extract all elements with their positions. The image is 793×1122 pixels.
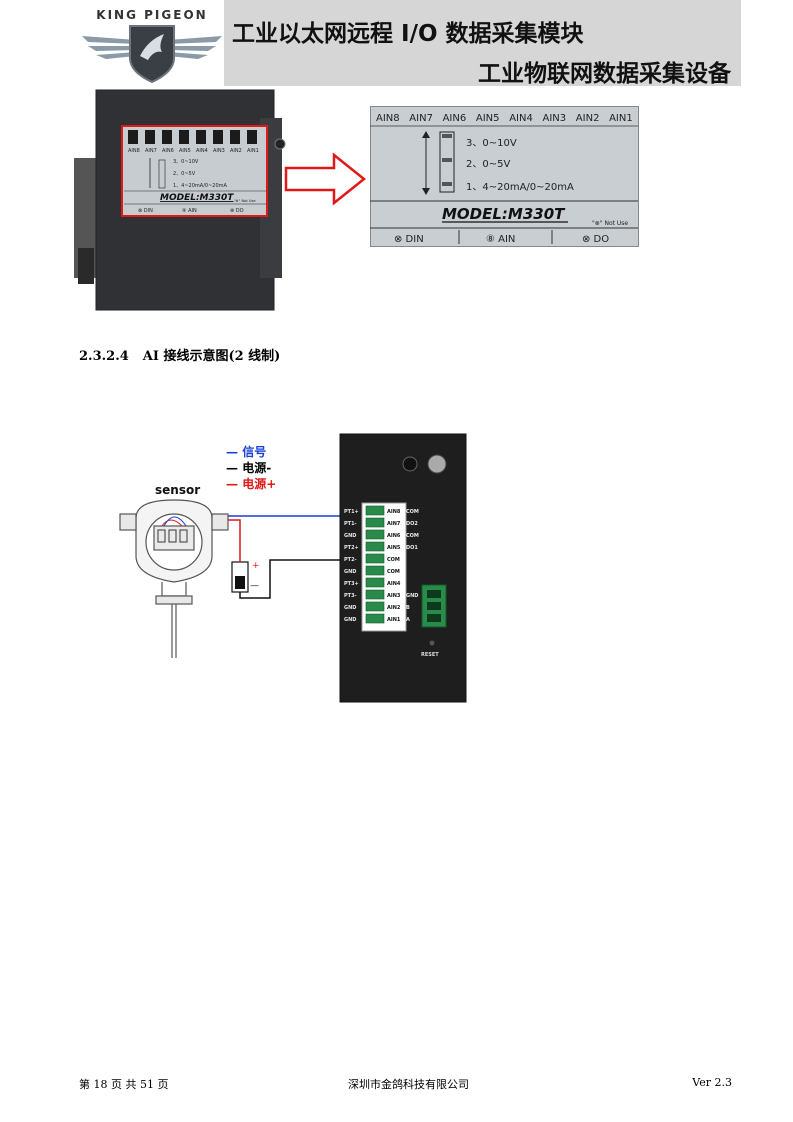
legend-signal: — 信号 xyxy=(226,444,266,459)
sensor-icon xyxy=(119,499,229,658)
section-number: 2.3.2.4 xyxy=(79,349,129,364)
din-label: ⊗ DIN xyxy=(394,234,424,245)
header-title-main: 工业以太网远程 I/O 数据采集模块 xyxy=(232,21,584,47)
range-label: 1、4~20mA/0~20mA xyxy=(466,182,574,193)
ain-label: ⑧ AIN xyxy=(486,234,515,245)
left-pin-label: GND xyxy=(344,569,356,575)
small-range-label: 2、0~5V xyxy=(173,171,196,177)
terminal-screw xyxy=(365,577,385,588)
header-title-sub: 工业物联网数据采集设备 xyxy=(478,61,731,87)
channel-label-ain6: AIN6 xyxy=(443,113,467,124)
small-channel-label: AIN2 xyxy=(230,148,242,154)
terminal-screw xyxy=(365,601,385,612)
right-pin-label: AIN6 xyxy=(387,533,401,539)
terminal-screw xyxy=(365,589,385,600)
right-pin-label: AIN8 xyxy=(387,509,401,515)
side-pin-label: COM xyxy=(406,533,419,539)
right-pin-label: AIN7 xyxy=(387,521,401,527)
battery-plus-label: + xyxy=(252,561,260,571)
small-model-label: MODEL:M330T xyxy=(160,193,234,203)
side-pin-label: DO2 xyxy=(406,521,418,527)
terminal-screw xyxy=(365,565,385,576)
model-label: MODEL:M330T xyxy=(442,205,566,223)
left-pin-label: PT2+ xyxy=(344,545,359,551)
terminal-screw xyxy=(365,553,385,564)
small-channel-label: AIN1 xyxy=(247,148,259,154)
king-pigeon-logo xyxy=(82,25,222,84)
terminal-screw xyxy=(365,517,385,528)
channel-label-ain2: AIN2 xyxy=(576,113,600,124)
terminal-screw xyxy=(365,613,385,624)
terminal-screw xyxy=(365,529,385,540)
device-photo: AIN8 AIN7 AIN6 AIN5 AIN4 AIN3 AIN2 AIN1 3、0~… xyxy=(74,89,286,311)
side-pin-label: COM xyxy=(406,509,419,515)
channel-label-ain1: AIN1 xyxy=(609,113,633,124)
channel-label-ain8: AIN8 xyxy=(376,113,400,124)
legend-power-plus: — 电源+ xyxy=(226,476,276,491)
right-pin-label: AIN2 xyxy=(387,605,401,611)
channel-label-ain7: AIN7 xyxy=(409,113,433,124)
right-pin-label: AIN4 xyxy=(387,581,401,587)
footer-company: 深圳市金鸽科技有限公司 xyxy=(348,1078,469,1091)
channel-label-ain4: AIN4 xyxy=(509,113,533,124)
small-channel-label: AIN5 xyxy=(179,148,191,154)
battery-minus-label: — xyxy=(250,581,259,591)
small-channel-label: AIN8 xyxy=(128,148,140,154)
side-pin-label: B xyxy=(406,605,410,611)
channel-label-ain5: AIN5 xyxy=(476,113,500,124)
right-pin-label: AIN5 xyxy=(387,545,401,551)
small-channel-label: AIN7 xyxy=(145,148,157,154)
right-arrow-icon xyxy=(284,152,367,206)
right-pin-label: COM xyxy=(387,557,400,563)
left-pin-label: PT1+ xyxy=(344,509,359,515)
footer-version: Ver 2.3 xyxy=(692,1076,732,1089)
left-pin-label: GND xyxy=(344,605,356,611)
right-pin-label: COM xyxy=(387,569,400,575)
side-pin-label: GND xyxy=(406,593,418,599)
small-range-label: 1、4~20mA/0~20mA xyxy=(173,183,227,189)
do-label: ⊗ DO xyxy=(582,234,609,245)
left-pin-label: PT2- xyxy=(344,557,357,563)
terminal-screw xyxy=(365,505,385,516)
legend-power-minus: — 电源- xyxy=(226,460,271,475)
side-pin-label: A xyxy=(406,617,410,623)
right-pin-label: AIN1 xyxy=(387,617,401,623)
header-band xyxy=(224,0,741,86)
right-pin-label: AIN3 xyxy=(387,593,401,599)
left-pin-label: GND xyxy=(344,617,356,623)
range-label: 3、0~10V xyxy=(466,138,517,149)
small-bottom-label: ⊗ DO xyxy=(230,208,244,214)
range-label: 2、0~5V xyxy=(466,159,510,170)
reset-label: RESET xyxy=(421,652,439,658)
left-pin-label: PT3+ xyxy=(344,581,359,587)
section-title: AI 接线示意图(2 线制) xyxy=(142,349,281,364)
left-pin-label: PT3- xyxy=(344,593,357,599)
small-channel-label: AIN3 xyxy=(213,148,225,154)
small-channel-label: AIN6 xyxy=(162,148,174,154)
small-bottom-label: ⑧ AIN xyxy=(182,208,197,214)
left-pin-label: GND xyxy=(344,533,356,539)
small-bottom-label: ⊗ DIN xyxy=(138,208,153,214)
channel-label-ain3: AIN3 xyxy=(543,113,567,124)
footer-page-number: 第 18 页 共 51 页 xyxy=(79,1078,169,1091)
sensor-label: sensor xyxy=(155,483,200,497)
logo-text: KING PIGEON xyxy=(96,8,208,22)
left-pin-label: PT1- xyxy=(344,521,357,527)
small-range-label: 3、0~10V xyxy=(173,159,199,165)
device-label-closeup: AIN8 AIN7 AIN6 AIN5 AIN4 AIN3 AIN2 AIN1 3、0~10V… xyxy=(370,106,639,247)
side-pin-label: DO1 xyxy=(406,545,418,551)
small-note-label: "⊗" Not Use xyxy=(234,199,256,203)
small-channel-label: AIN4 xyxy=(196,148,208,154)
section-heading: 2.3.2.4 AI 接线示意图(2 线制) xyxy=(79,345,280,364)
terminal-screw xyxy=(365,541,385,552)
not-use-note: "⊗" Not Use xyxy=(592,220,628,227)
